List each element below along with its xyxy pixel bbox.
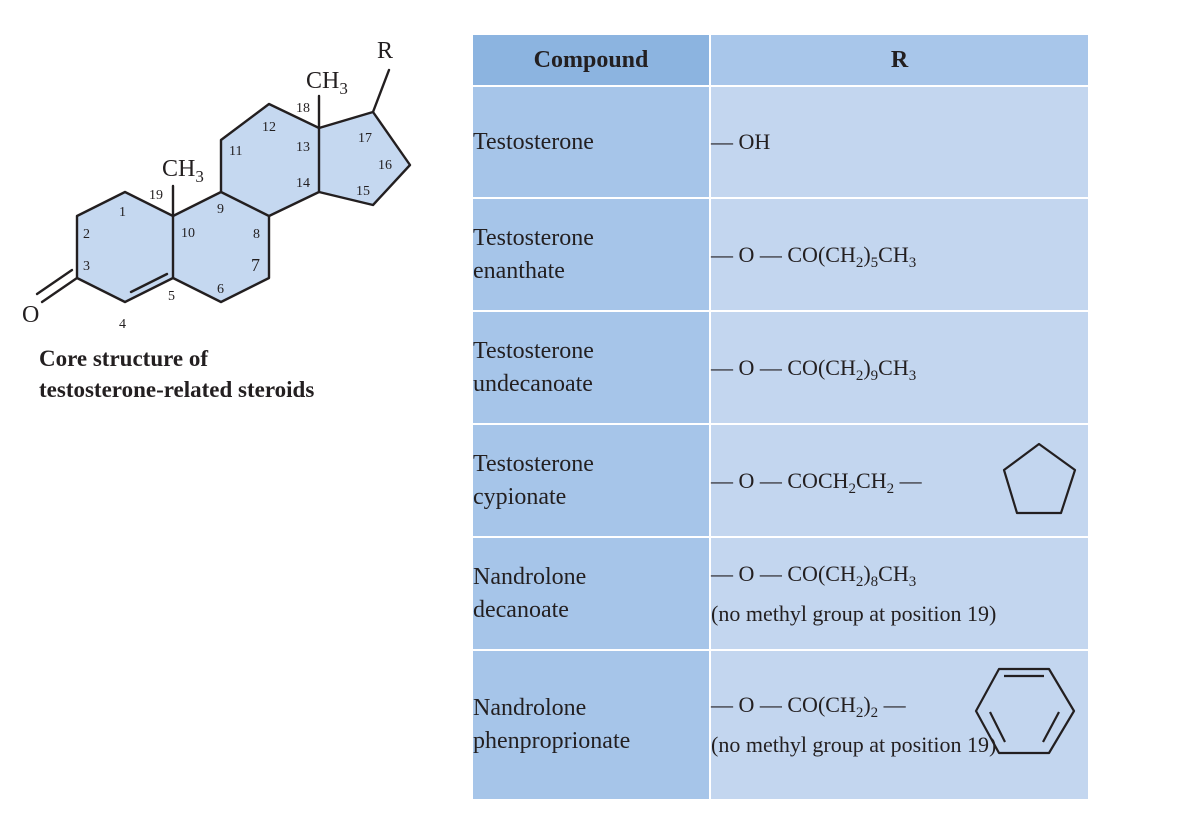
r-group-cell: — OH: [709, 85, 1090, 199]
r-formula: — O — COCH2CH2 —: [711, 467, 922, 497]
r-group-cell: — O — COCH2CH2 —: [709, 423, 1090, 538]
position-label: 4: [119, 317, 126, 332]
phenyl-ring-icon: [974, 667, 1076, 755]
r-group-cell: — O — CO(CH2)5CH3: [709, 197, 1090, 312]
compound-name: Testosterone: [471, 85, 711, 199]
double-bond-4-5: [129, 272, 169, 294]
caption-line-1: Core structure of: [39, 346, 209, 371]
compound-name-line: Testosterone: [473, 450, 594, 477]
table-row: Testosterone cypionate — O — COCH2CH2 —: [471, 423, 1090, 538]
header-compound: Compound: [471, 33, 711, 87]
compound-name: Nandrolone decanoate: [471, 536, 711, 651]
structure-caption: Core structure of testosterone-related s…: [39, 343, 439, 405]
position-label: 14: [296, 176, 310, 191]
position-label: 3: [83, 259, 90, 274]
position-label: 13: [296, 140, 310, 155]
position-label: 18: [296, 101, 310, 116]
ring-c-fill: [221, 104, 319, 216]
position-label: 5: [168, 289, 175, 304]
compound-name: Testosterone cypionate: [471, 423, 711, 538]
compound-name-line: Testosterone: [473, 337, 594, 364]
position-label: 11: [229, 144, 242, 159]
methyl-19-label: CH3: [162, 156, 204, 186]
table-row: Testosterone enanthate — O — CO(CH2)5CH3: [471, 197, 1090, 312]
caption-line-2: testosterone-related steroids: [39, 377, 315, 402]
position-label: 9: [217, 202, 224, 217]
position-label: 15: [356, 184, 370, 199]
compound-name-line: Nandrolone: [473, 695, 587, 721]
compound-name-line: Nandrolone: [473, 563, 587, 590]
ring-fills: [77, 104, 410, 302]
table-row: Nandrolone decanoate — O — CO(CH2)8CH3 (…: [471, 536, 1090, 651]
r-group-cell: — O — CO(CH2)8CH3 (no methyl group at po…: [709, 536, 1090, 651]
position-label: 1: [119, 205, 126, 220]
compound-name: Nandrolone phenproprionate: [471, 649, 711, 801]
ring-d-bonds: [317, 110, 412, 207]
r-formula: — O — CO(CH2)9CH3: [711, 354, 917, 384]
compound-name-line: cypionate: [473, 483, 567, 510]
r-formula: — O — CO(CH2)5CH3: [711, 241, 917, 271]
cyclopentyl-ring-icon: [1002, 442, 1077, 515]
oxygen-label: O: [22, 302, 39, 328]
r-formula: — O — CO(CH2)8CH3: [711, 560, 917, 590]
bonds: [35, 68, 412, 304]
compound-name-line: phenproprionate: [473, 728, 631, 754]
table-row: Testosterone — OH: [471, 85, 1090, 199]
compound-name-line: decanoate: [473, 596, 569, 623]
compound-name: Testosterone undecanoate: [471, 310, 711, 425]
position-label: 16: [378, 158, 392, 173]
ring-a-fill: [77, 192, 173, 302]
steroid-core-structure: R CH3 CH3 O 1 2 3 4 5 6 7 8 9 10 11 12 1…: [22, 38, 412, 332]
r-note: (no methyl group at position 19): [711, 732, 997, 757]
position-label: 6: [217, 282, 224, 297]
compound-name-line: undecanoate: [473, 370, 593, 397]
r-group-cell: — O — CO(CH2)9CH3: [709, 310, 1090, 425]
ring-c-bonds: [219, 102, 321, 218]
r-group-bond: [371, 68, 391, 114]
compound-name-line: Testosterone: [473, 128, 594, 155]
table-row: Nandrolone phenproprionate — O — CO(CH2)…: [471, 649, 1090, 801]
r-note: (no methyl group at position 19): [711, 600, 997, 626]
r-group-cell: — O — CO(CH2)2 — (no methyl group at pos…: [709, 649, 1090, 801]
compound-name-line: enanthate: [473, 257, 565, 284]
position-label: 8: [253, 227, 260, 242]
r-label: R: [377, 38, 393, 64]
ketone-bond-2: [35, 268, 74, 296]
table-row: Testosterone undecanoate — O — CO(CH2)9C…: [471, 310, 1090, 425]
position-label: 2: [83, 227, 90, 242]
r-formula: — O — CO(CH2)2 —: [711, 692, 906, 721]
compound-r-group-table: Compound R Testosterone — OH Testosteron…: [471, 33, 1090, 801]
compound-name-line: Testosterone: [473, 224, 594, 251]
header-r: R: [709, 33, 1090, 87]
position-label: 17: [358, 131, 372, 146]
position-label: 10: [181, 226, 195, 241]
compound-name: Testosterone enanthate: [471, 197, 711, 312]
position-label: 19: [149, 188, 163, 203]
ring-b-bonds: [171, 190, 271, 304]
ring-b-fill: [173, 192, 269, 302]
r-formula: — OH: [711, 129, 771, 154]
ketone-bond-1: [40, 276, 79, 304]
position-label: 12: [262, 120, 276, 135]
ring-d-fill: [319, 112, 410, 205]
methyl-18-label: CH3: [306, 68, 348, 98]
position-label: 7: [251, 255, 260, 275]
table-header-row: Compound R: [471, 33, 1090, 87]
